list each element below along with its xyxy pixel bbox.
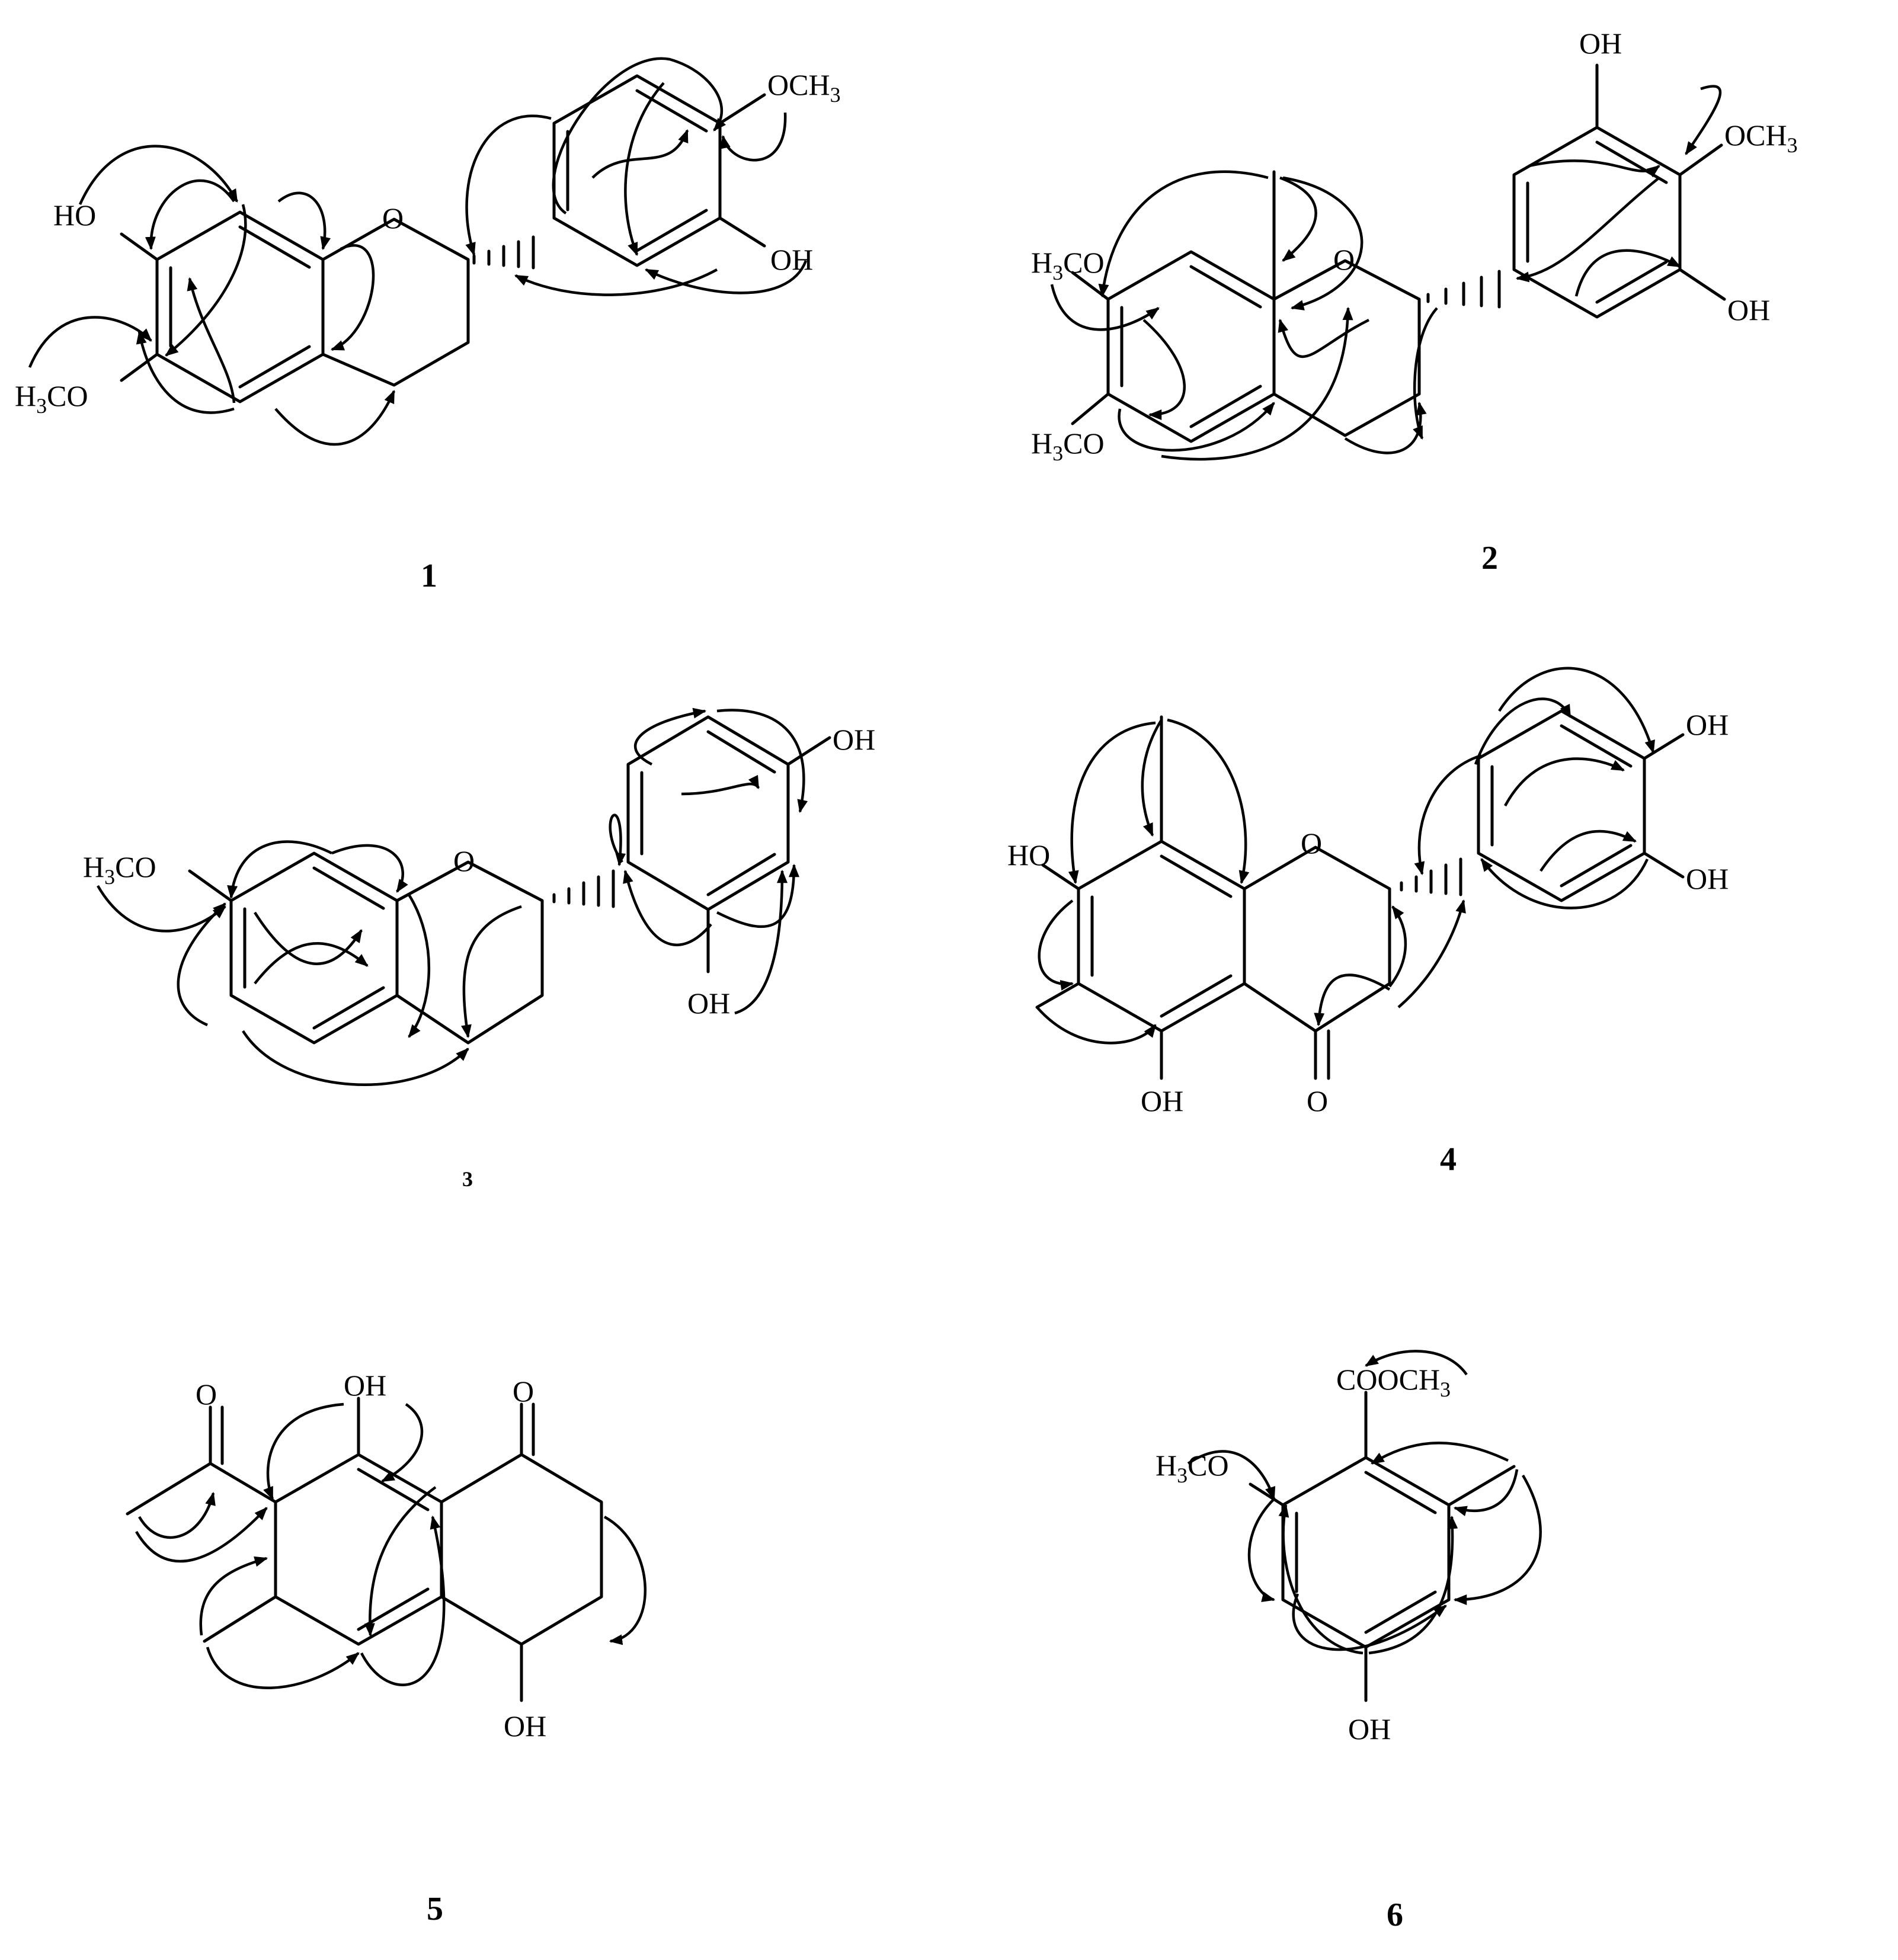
- compound-3-structure: [188, 715, 831, 1045]
- compound-3-hash-bond: [552, 869, 615, 908]
- compound-1-methoxy-label: H3CO: [15, 379, 88, 418]
- compound-5-number: 5: [427, 1891, 443, 1927]
- compound-2-hmbc-arrows: [1050, 85, 1722, 461]
- compound-1-structure: [120, 74, 766, 403]
- compound-3-hmbc-arrows: [97, 707, 808, 1086]
- compound-2-number: 2: [1481, 540, 1498, 577]
- compound-2-methoxy-label-a: H3CO: [1031, 246, 1105, 284]
- compound-6-structure: [1249, 1391, 1516, 1702]
- compound-5-structure: [126, 1397, 603, 1702]
- compound-4-ring-oxygen: O: [1301, 827, 1322, 860]
- compound-4-hydroxyl-label-a: HO: [1007, 838, 1050, 872]
- compound-1-hydroxyl-label: HO: [53, 198, 96, 232]
- compound-6-number: 6: [1387, 1897, 1403, 1933]
- compound-4-hydroxyl-label-b: OH: [1141, 1084, 1183, 1117]
- compound-5-hydroxyl-label-a: OH: [344, 1369, 386, 1402]
- compound-4-hash-bond: [1400, 857, 1462, 896]
- compound-2-hydroxyl-label-a: OH: [1579, 27, 1622, 60]
- compound-1-hash-bond: [472, 235, 535, 270]
- compound-1-hydroxyl-label-b: OH: [770, 243, 813, 276]
- compound-4-hydroxyl-label-c: OH: [1686, 708, 1729, 741]
- compound-2-structure: [1071, 63, 1726, 443]
- compound-6-hydroxyl-label: OH: [1348, 1712, 1391, 1746]
- compound-3-hydroxyl-label-b: OH: [687, 987, 730, 1020]
- compound-3-hydroxyl-label-a: OH: [833, 723, 875, 756]
- compound-2-methoxy-label-c: OCH3: [1724, 119, 1798, 157]
- compound-4-structure: [1035, 709, 1685, 1080]
- compound-2-hydroxyl-label-b: OH: [1727, 293, 1770, 326]
- compound-3-number: 3: [462, 1167, 473, 1191]
- compound-2-hash-bond: [1426, 270, 1501, 309]
- compound-3-ring-oxygen: O: [453, 844, 475, 877]
- compound-4-number: 4: [1440, 1141, 1457, 1178]
- compound-2-ring-oxygen: O: [1333, 243, 1355, 276]
- compound-6-methoxy-label: H3CO: [1156, 1449, 1229, 1487]
- compound-5-hmbc-arrows: [135, 1402, 647, 1690]
- compound-5-hydroxyl-label-b: OH: [504, 1709, 546, 1743]
- compound-4-carbonyl-oxygen: O: [1307, 1084, 1328, 1117]
- compound-1-ring-oxygen: O: [382, 201, 404, 235]
- compound-6-ester-label: COOCH3: [1336, 1363, 1451, 1401]
- compound-5-carbonyl-oxygen-a: O: [196, 1378, 217, 1411]
- compound-6-hmbc-arrows: [1187, 1350, 1542, 1655]
- compound-4-hydroxyl-label-d: OH: [1686, 862, 1729, 895]
- compound-5-carbonyl-oxygen-b: O: [513, 1375, 534, 1408]
- compound-3-methoxy-label: H3CO: [83, 850, 156, 889]
- compound-1-hmbc-arrows: [28, 57, 808, 446]
- compound-2-methoxy-label-b: H3CO: [1031, 427, 1105, 465]
- compound-4-hmbc-arrows: [1036, 667, 1655, 1045]
- compound-1-number: 1: [421, 558, 437, 594]
- compound-1-methoxy-label-b: OCH3: [767, 68, 841, 107]
